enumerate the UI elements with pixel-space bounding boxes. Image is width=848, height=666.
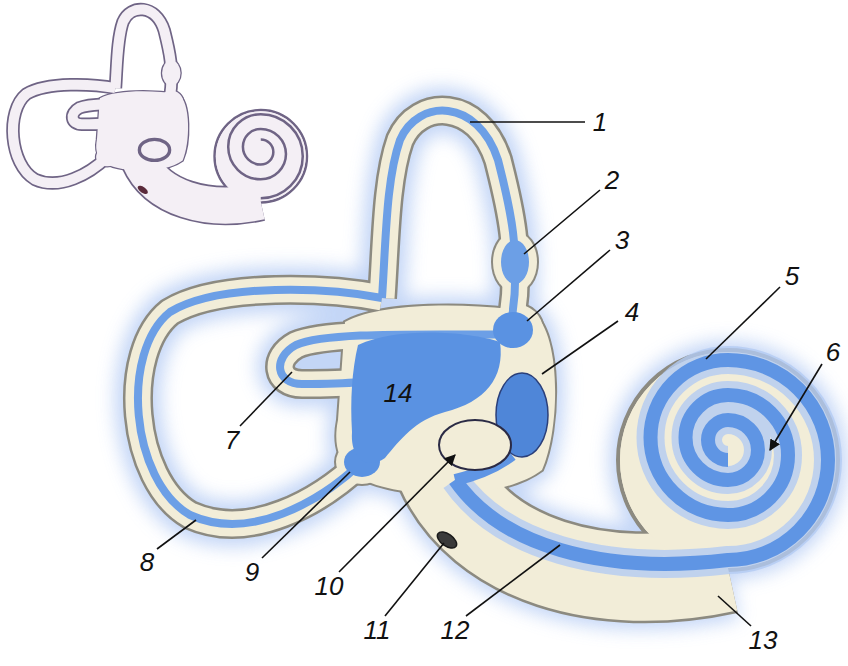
callout-number: 8 [140,549,154,575]
callout-number: 12 [441,617,470,643]
callout-number: 4 [625,299,639,325]
round-window [435,529,460,551]
callout-number: 3 [615,227,629,253]
callout-number: 6 [826,339,840,365]
inset-labyrinth [13,9,307,205]
oval-window [439,420,511,470]
callout-number: 10 [315,573,344,599]
leader-lines [157,122,822,626]
bony-labyrinth [138,111,838,578]
callout-number: 14 [384,380,413,406]
callout-number: 7 [225,427,239,453]
callout-number: 5 [785,263,799,289]
callout-number: 9 [245,559,259,585]
callout-number: 2 [605,167,619,193]
membranous-labyrinth [138,111,828,564]
callout-number: 1 [593,109,607,135]
callout-number: 13 [749,627,778,653]
blue-glow [138,111,838,578]
callout-number: 11 [364,617,391,643]
